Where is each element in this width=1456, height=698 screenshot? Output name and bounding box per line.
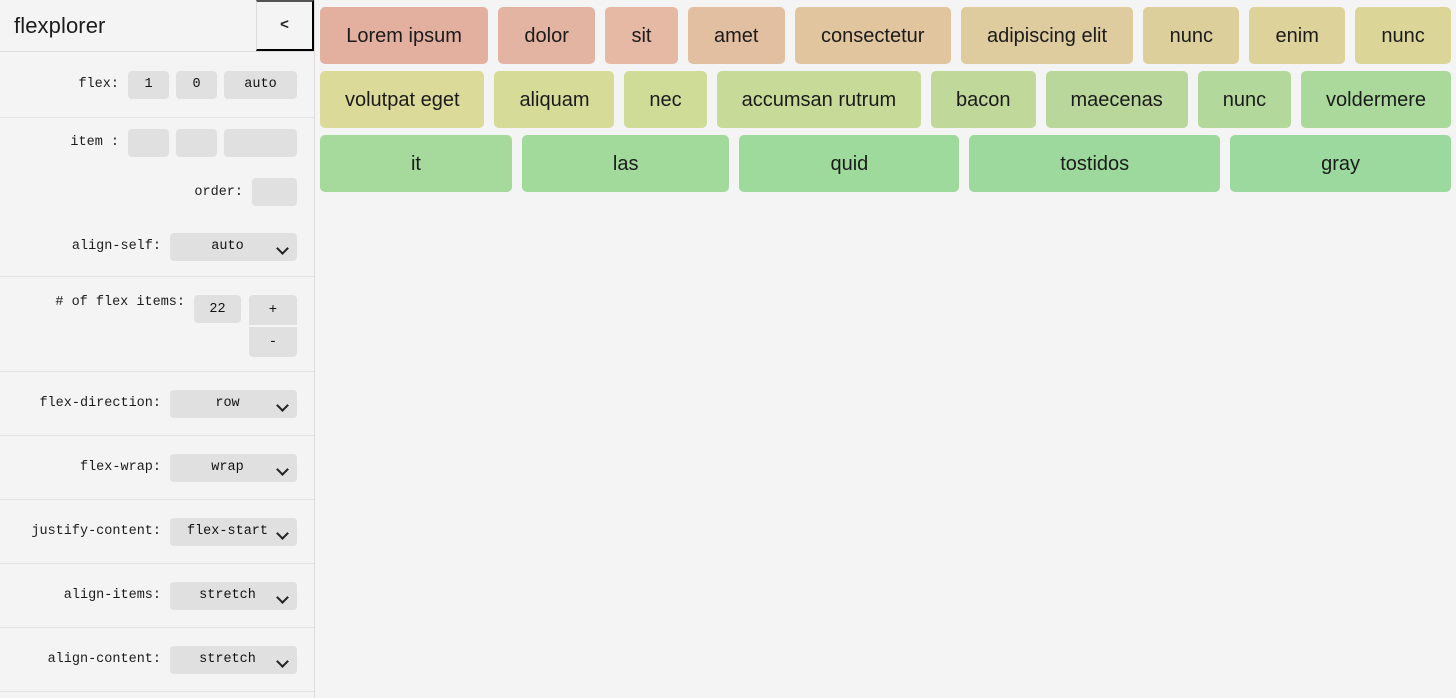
item-count-stepper: + - — [249, 295, 297, 357]
flex-item[interactable]: dolor — [498, 7, 596, 64]
item-count-label: # of flex items: — [55, 295, 185, 310]
control-row-flex-direction: flex-direction: row — [0, 372, 314, 436]
control-row-align-content: align-content: stretch — [0, 628, 314, 692]
flex-item[interactable]: enim — [1249, 7, 1346, 64]
flex-item[interactable]: tostidos — [969, 135, 1221, 192]
chevron-down-icon: auto — [170, 232, 297, 261]
flex-item[interactable]: nunc — [1197, 71, 1292, 128]
flex-item[interactable]: volutpat eget — [320, 71, 485, 128]
flex-item[interactable]: gray — [1230, 135, 1451, 192]
flex-wrap-select[interactable]: wrap — [170, 453, 297, 482]
chevron-down-icon: flex-start — [170, 517, 297, 546]
flex-item[interactable]: it — [320, 135, 512, 192]
flex-wrap-label: flex-wrap: — [79, 460, 161, 475]
justify-content-select[interactable]: flex-start — [170, 517, 297, 546]
justify-content-label: justify-content: — [31, 524, 161, 539]
chevron-down-icon: wrap — [170, 453, 297, 482]
flex-item[interactable]: las — [521, 135, 730, 192]
control-row-justify-content: justify-content: flex-start — [0, 500, 314, 564]
control-row-order: order: — [0, 167, 314, 217]
flex-item[interactable]: voldermere — [1301, 71, 1452, 128]
flex-item[interactable]: aliquam — [494, 71, 615, 128]
item-field-1[interactable] — [128, 128, 169, 157]
align-self-label: align-self: — [71, 239, 161, 254]
flex-item[interactable]: Lorem ipsum — [320, 7, 489, 64]
flex-item[interactable]: maecenas — [1045, 71, 1188, 128]
align-content-select[interactable]: stretch — [170, 645, 297, 674]
flex-item[interactable]: accumsan rutrum — [716, 71, 922, 128]
flex-shrink-input[interactable] — [176, 70, 217, 99]
item-label: item : — [70, 135, 119, 150]
flex-direction-select[interactable]: row — [170, 389, 297, 418]
flex-item[interactable]: adipiscing elit — [960, 7, 1134, 64]
control-row-item-count: # of flex items: + - — [0, 277, 314, 372]
flex-item[interactable]: amet — [687, 7, 785, 64]
flex-basis-input[interactable] — [224, 70, 297, 99]
control-row-align-items: align-items: stretch — [0, 564, 314, 628]
flex-item[interactable]: bacon — [931, 71, 1036, 128]
item-field-3[interactable] — [224, 128, 297, 157]
flex-item[interactable]: nunc — [1143, 7, 1240, 64]
increment-button[interactable]: + — [249, 295, 297, 325]
order-input[interactable] — [252, 178, 297, 206]
sidebar-header: flexplorer < — [0, 0, 314, 52]
app-title: flexplorer — [14, 12, 106, 38]
align-items-select[interactable]: stretch — [170, 581, 297, 610]
flex-item[interactable]: nec — [624, 71, 707, 128]
order-label: order: — [194, 184, 243, 200]
chevron-down-icon: stretch — [170, 645, 297, 674]
flex-item[interactable]: nunc — [1355, 7, 1452, 64]
align-self-select[interactable]: auto — [170, 232, 297, 261]
decrement-button[interactable]: - — [249, 327, 297, 357]
align-items-label: align-items: — [63, 588, 161, 603]
flex-grow-input[interactable] — [128, 70, 169, 99]
controls-sidebar: flexplorer < flex: item : order: — [0, 0, 315, 698]
control-row-flex-wrap: flex-wrap: wrap — [0, 436, 314, 500]
flex-item[interactable]: quid — [739, 135, 960, 192]
flex-item[interactable]: sit — [605, 7, 678, 64]
flex-direction-label: flex-direction: — [39, 396, 161, 411]
control-row-align-self: align-self: auto — [0, 217, 314, 277]
chevron-down-icon: stretch — [170, 581, 297, 610]
flex-label: flex: — [78, 77, 119, 92]
control-row-item: item : — [0, 118, 314, 167]
item-field-2[interactable] — [176, 128, 217, 157]
align-content-label: align-content: — [47, 652, 161, 667]
chevron-left-icon[interactable]: < — [256, 0, 314, 51]
flex-item[interactable]: consectetur — [794, 7, 951, 64]
item-count-input[interactable] — [194, 295, 241, 323]
control-row-flex: flex: — [0, 52, 314, 118]
chevron-down-icon: row — [170, 389, 297, 418]
